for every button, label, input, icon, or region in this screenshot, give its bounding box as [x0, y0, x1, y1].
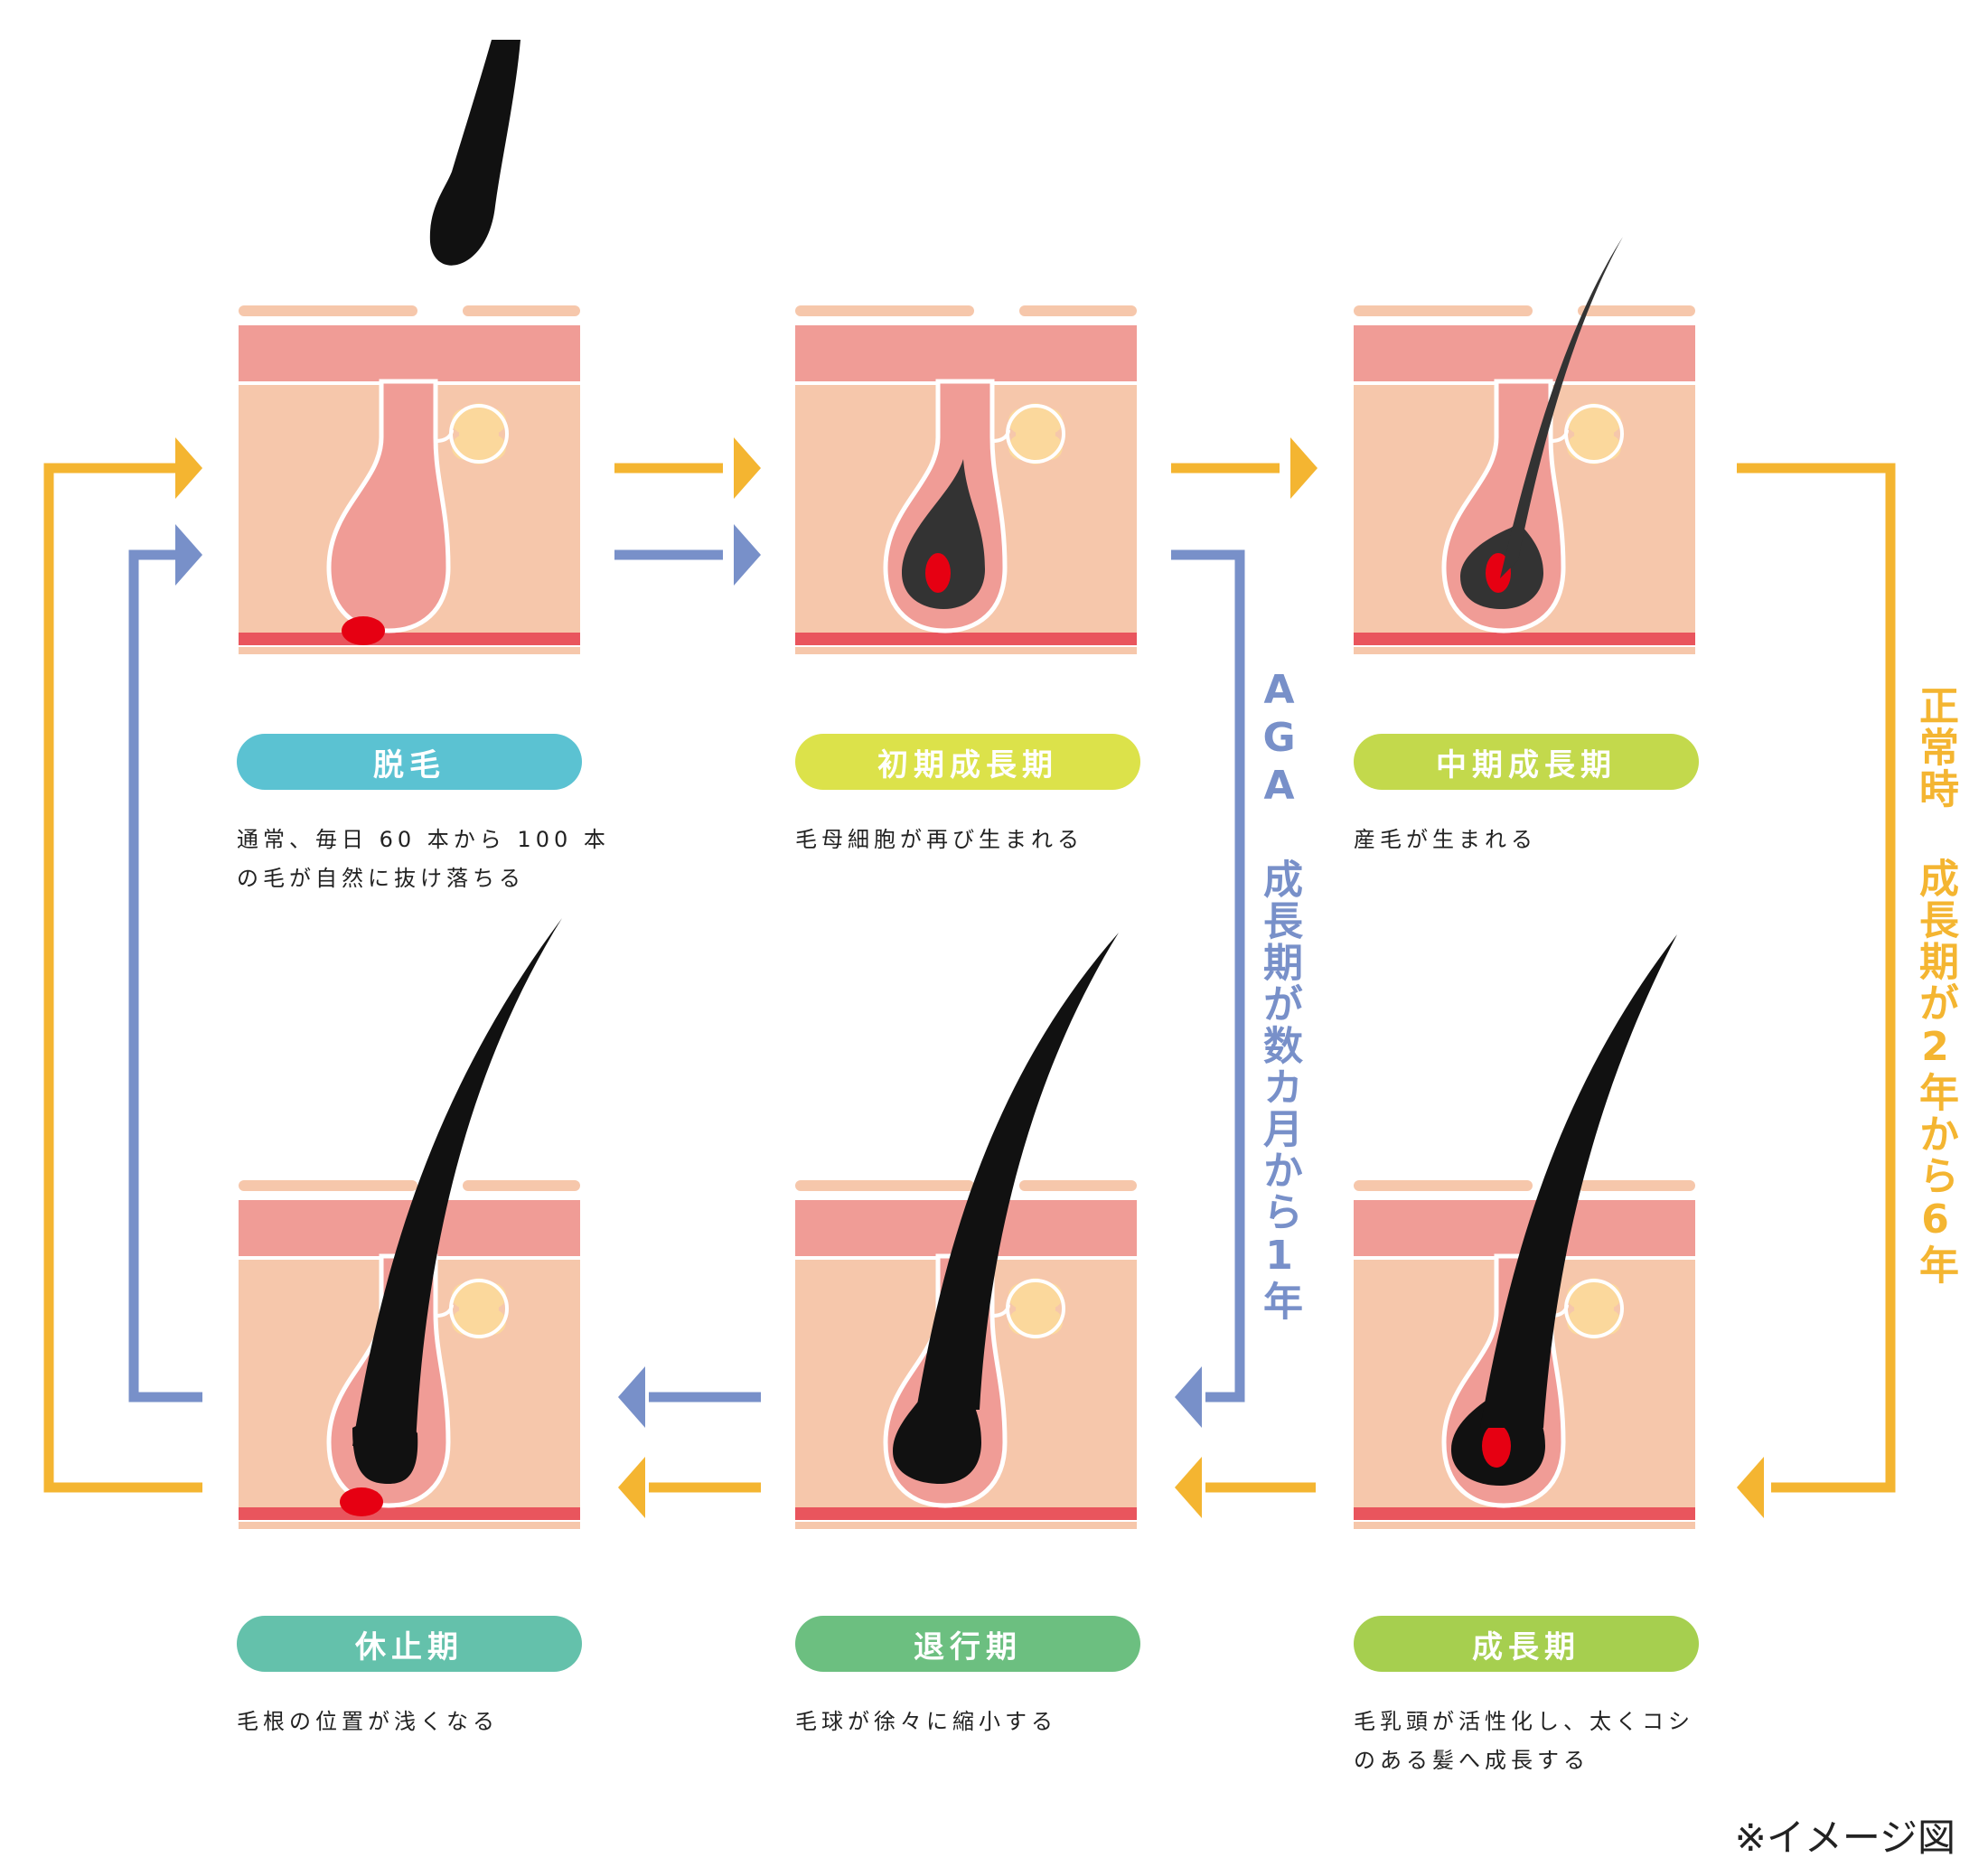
desc-line: 毛母細胞が再び生まれる [795, 827, 1083, 852]
stage-desc-datsumou: 通常、毎日 60 本から 100 本 の毛が自然に抜け落ちる [237, 821, 616, 898]
arrow-orange-head [1175, 1457, 1202, 1518]
papilla-icon [1482, 1424, 1511, 1468]
stage-label-datsumou: 脱毛 [237, 734, 582, 790]
desc-line: のある髪へ成長する [1354, 1748, 1589, 1773]
arrow-blue-return [128, 549, 202, 1403]
stage-label-chuki: 中期成長期 [1354, 734, 1699, 790]
stage-desc-seicho: 毛乳頭が活性化し、太くコシ のある髪へ成長する [1354, 1703, 1733, 1780]
normal-cycle-label: 正常時 成長期が2年から6年 [1912, 685, 1958, 1286]
desc-line: 毛乳頭が活性化し、太くコシ [1354, 1709, 1694, 1734]
desc-line: 産毛が生まれる [1354, 827, 1537, 852]
arrow-blue-head [618, 1366, 645, 1428]
desc-line: の毛が自然に抜け落ちる [237, 866, 525, 891]
arrow-blue-aga [1171, 549, 1245, 1403]
stage-desc-chuki: 産毛が生まれる [1354, 821, 1733, 859]
hair-shaft-icon [352, 918, 562, 1446]
arrow-orange-head [734, 437, 761, 499]
panel-chuki [1354, 305, 1695, 654]
arrow-orange-normal [1737, 463, 1896, 1493]
stage-desc-kyushi: 毛根の位置が浅くなる [237, 1703, 616, 1741]
arrow-orange-head [618, 1457, 645, 1518]
falling-hair-icon [429, 40, 520, 266]
stage-label-shoki: 初期成長期 [795, 734, 1140, 790]
desc-line: 毛球が徐々に縮小する [795, 1709, 1057, 1734]
hair-shaft-icon [916, 933, 1119, 1410]
arrow-orange-head [1290, 437, 1318, 499]
hair-bulb-icon [902, 459, 985, 609]
arrow-blue-head [1175, 1366, 1202, 1428]
arrow-orange-head [1737, 1457, 1764, 1518]
hair-shaft-icon [1480, 934, 1677, 1428]
panel-shoki [795, 305, 1137, 654]
vellus-hair-icon [1500, 237, 1623, 578]
arrow-blue-head [734, 524, 761, 586]
stage-desc-shoki: 毛母細胞が再び生まれる [795, 821, 1175, 859]
arrow-group [43, 437, 1896, 1518]
stage-label-kyushi: 休止期 [237, 1616, 582, 1672]
arrow-orange-return [43, 463, 202, 1493]
papilla-icon [340, 1487, 383, 1516]
arrow-orange-head [175, 437, 202, 499]
stage-desc-taiko: 毛球が徐々に縮小する [795, 1703, 1175, 1741]
arrow-blue-head [175, 524, 202, 586]
aga-cycle-label: AGA 成長期が数カ月から1年 [1256, 667, 1302, 1322]
desc-line: 毛根の位置が浅くなる [237, 1709, 499, 1734]
panel-datsumou [239, 305, 580, 654]
desc-line: 通常、毎日 60 本から 100 本 [237, 827, 610, 852]
image-note: ※イメージ図 [1734, 1815, 1955, 1860]
stage-label-seicho: 成長期 [1354, 1616, 1699, 1672]
stage-label-taiko: 退行期 [795, 1616, 1140, 1672]
papilla-icon [342, 616, 385, 645]
papilla-icon [925, 553, 951, 593]
